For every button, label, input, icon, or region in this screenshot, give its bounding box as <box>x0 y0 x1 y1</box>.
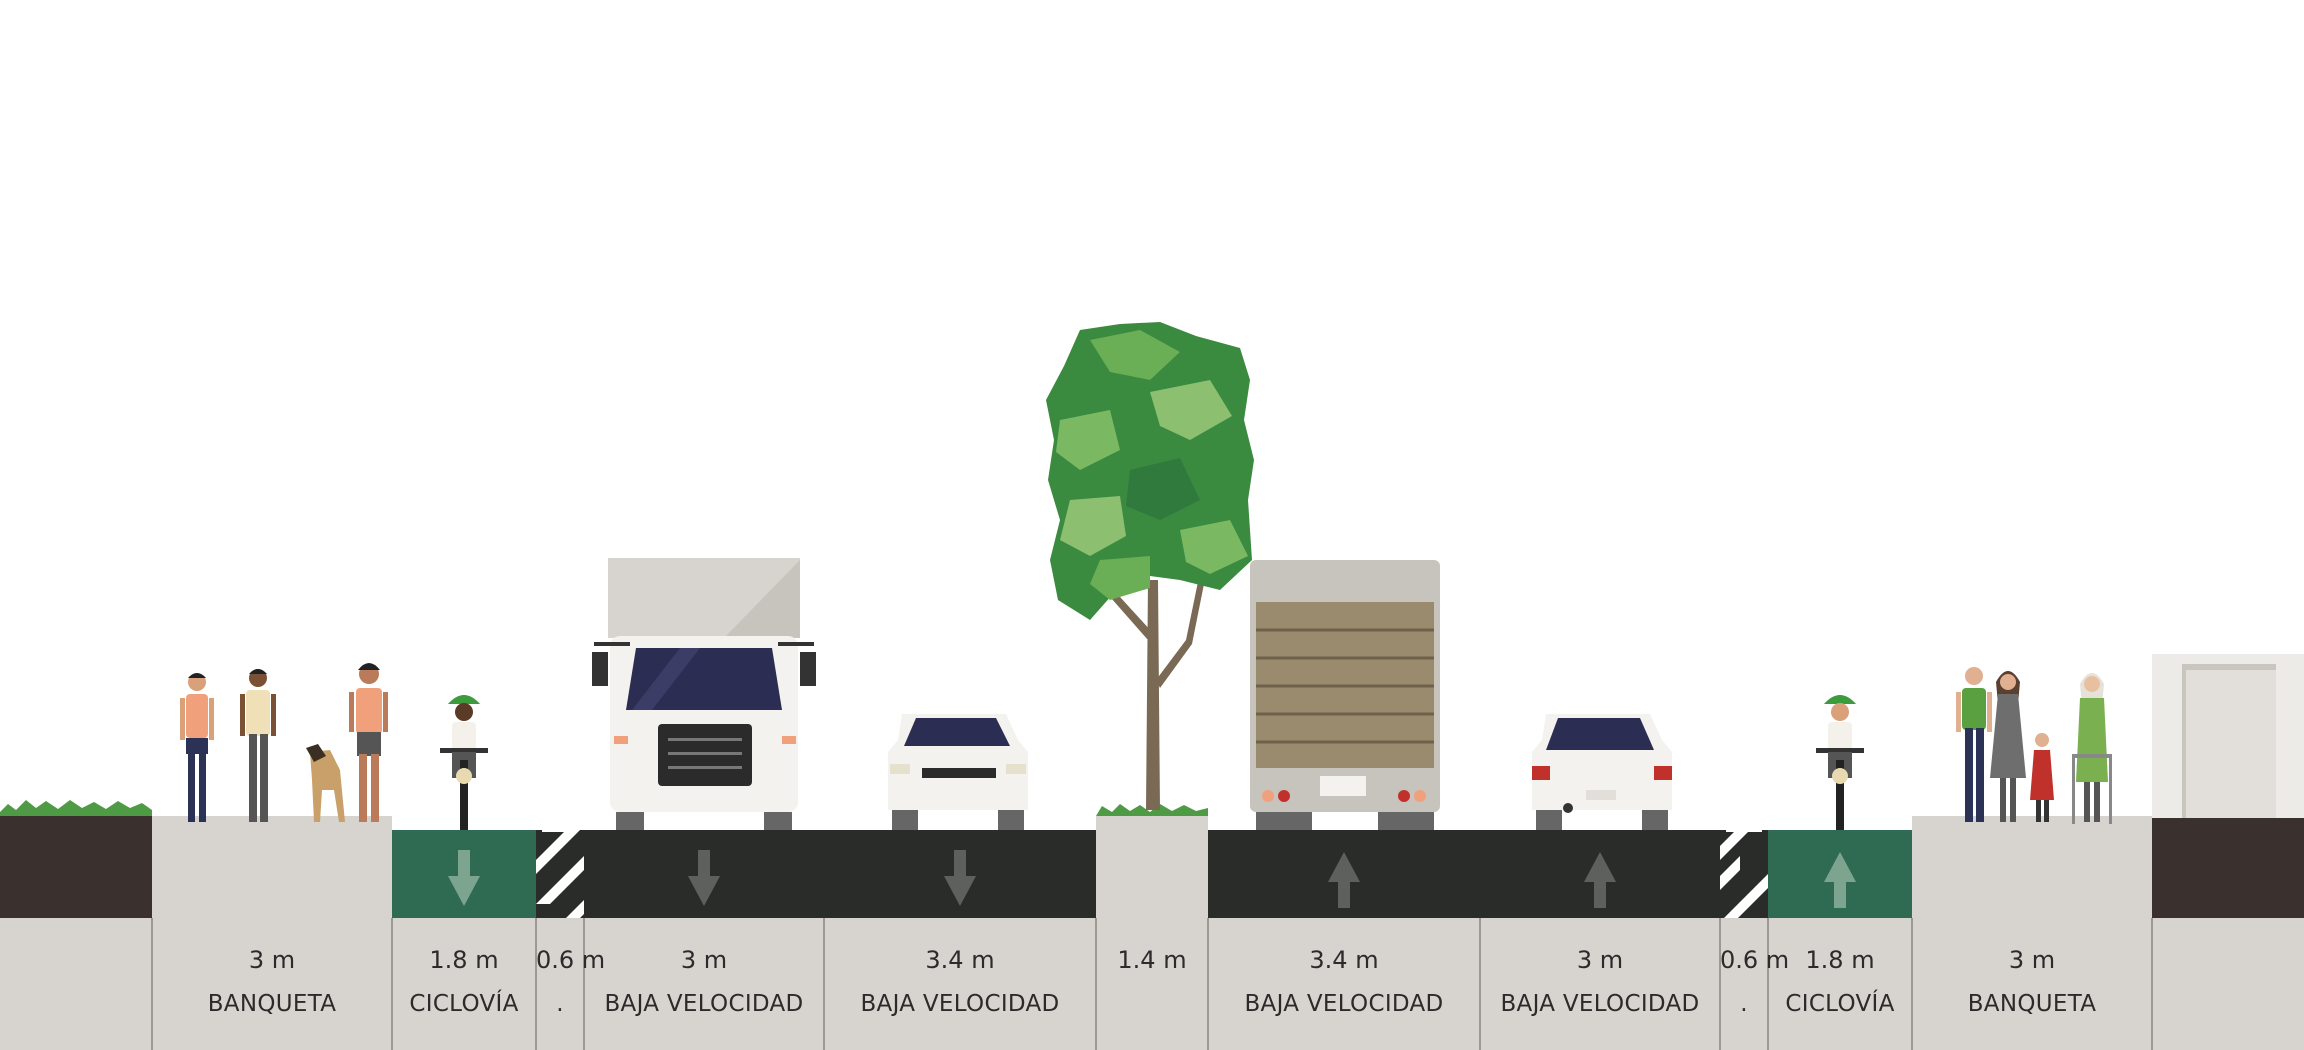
arrow-down-icon <box>944 850 976 906</box>
segment-name: BAJA VELOCIDAD <box>860 991 1060 1017</box>
dog <box>306 744 345 822</box>
segment-name: BANQUETA <box>207 991 337 1017</box>
ground-left <box>0 800 152 918</box>
pedestrian-with-walker <box>2072 673 2112 824</box>
segment-width: 3 m <box>680 946 728 974</box>
pedestrian <box>180 673 214 822</box>
segment-label-buffer: 0.6 m. <box>536 918 606 1050</box>
segment-label-drive-lane: 3.4 m BAJA VELOCIDAD <box>824 918 1096 1050</box>
segment-label-sidewalk: 3 m BANQUETA <box>152 918 392 1050</box>
label-band <box>0 918 2304 1050</box>
segment-label-bike-lane: 1.8 m CICLOVÍA <box>1768 918 1912 1050</box>
pedestrian <box>1956 667 1992 822</box>
segment-width: 1.4 m <box>1117 946 1187 974</box>
buffer-right <box>1720 824 1768 918</box>
cyclist <box>1816 695 1864 830</box>
segment-width: 1.8 m <box>429 946 499 974</box>
segment-width: 3 m <box>1576 946 1624 974</box>
segment-name: BAJA VELOCIDAD <box>1244 991 1444 1017</box>
segment-dividers <box>151 918 2153 1050</box>
segment-label-sidewalk: 3 m BANQUETA <box>1912 918 2152 1050</box>
segment-label-buffer: 0.6 m. <box>1720 918 1790 1050</box>
arrow-down-icon <box>448 850 480 906</box>
drive-lanes-right <box>1208 830 1720 918</box>
segment-name: BAJA VELOCIDAD <box>1500 991 1700 1017</box>
segment-name: BAJA VELOCIDAD <box>604 991 804 1017</box>
sidewalk-left <box>152 816 392 918</box>
median-grass <box>1096 804 1208 816</box>
segment-name: CICLOVÍA <box>409 991 519 1017</box>
segment-label-ground-left <box>0 918 152 1050</box>
segment-name: BANQUETA <box>1967 991 2097 1017</box>
ground-right <box>2152 818 2304 918</box>
segment-name: . <box>1740 991 1748 1017</box>
arrow-up-icon <box>1824 852 1856 908</box>
segment-name: . <box>556 991 564 1017</box>
segment-width: 1.8 m <box>1805 946 1875 974</box>
segment-label-median: 1.4 m <box>1096 918 1208 1050</box>
median <box>1096 816 1208 918</box>
cyclist <box>440 695 488 830</box>
segment-width: 0.6 m <box>1720 946 1790 974</box>
segment-width: 3.4 m <box>925 946 995 974</box>
pedestrian <box>349 663 388 822</box>
arrow-down-icon <box>688 850 720 906</box>
buffer-left <box>536 824 584 918</box>
segment-label-drive-lane: 3.4 m BAJA VELOCIDAD <box>1208 918 1480 1050</box>
car-rear <box>1532 714 1672 830</box>
car-front <box>888 714 1028 830</box>
box-truck-front <box>592 558 816 830</box>
segment-width: 3.4 m <box>1309 946 1379 974</box>
segment-width: 0.6 m <box>536 946 606 974</box>
segment-label-bike-lane: 1.8 m CICLOVÍA <box>392 918 536 1050</box>
child <box>2030 733 2054 822</box>
arrow-up-icon <box>1328 852 1360 908</box>
pedestrian <box>240 669 276 822</box>
building <box>2152 654 2304 818</box>
segment-width: 3 m <box>248 946 296 974</box>
segment-width: 3 m <box>2008 946 2056 974</box>
sidewalk-right <box>1912 816 2152 918</box>
segment-label-drive-lane: 3 m BAJA VELOCIDAD <box>1480 918 1720 1050</box>
segment-label-drive-lane: 3 m BAJA VELOCIDAD <box>584 918 824 1050</box>
drive-lanes-left <box>584 830 1096 918</box>
arrow-up-icon <box>1584 852 1616 908</box>
segment-label-ground-right <box>2152 918 2304 1050</box>
pedestrian <box>1990 671 2026 822</box>
segment-name: CICLOVÍA <box>1785 991 1895 1017</box>
tree <box>1046 322 1254 810</box>
box-truck-rear <box>1250 560 1440 830</box>
